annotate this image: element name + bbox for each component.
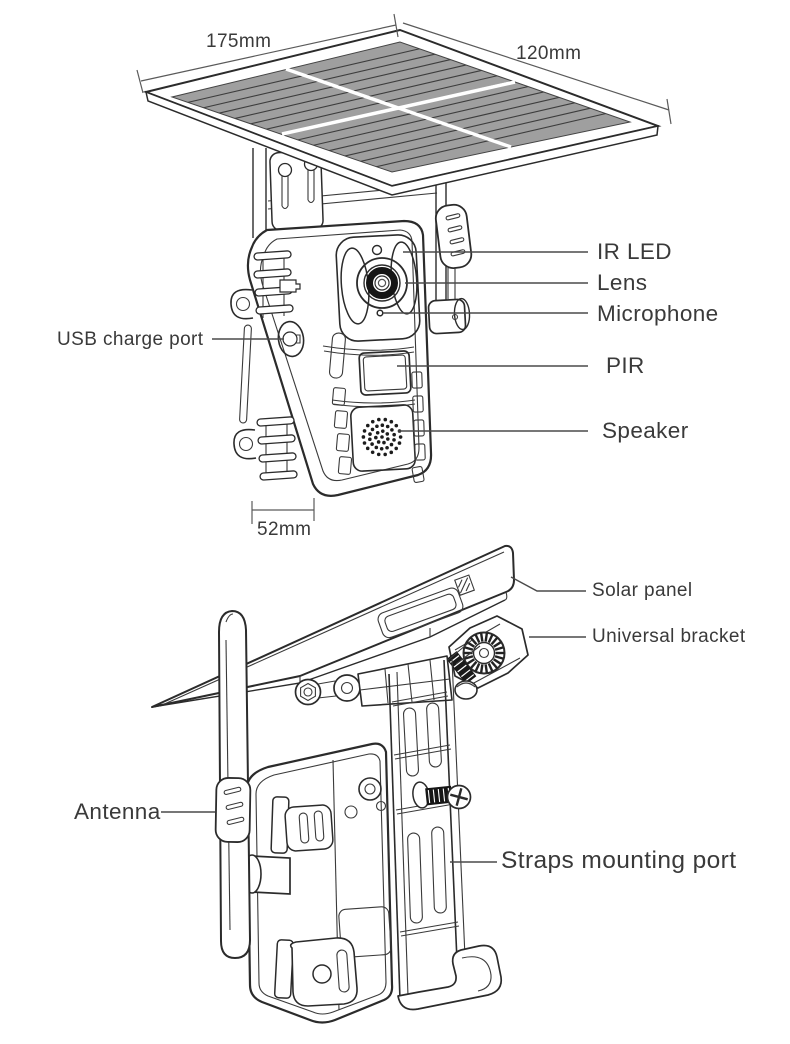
dim-label-175mm: 175mm	[206, 31, 272, 52]
dimension-52mm	[251, 498, 315, 524]
solar-panel-top	[142, 28, 662, 196]
hex-bolt	[294, 678, 322, 706]
callout-universal-bracket: Universal bracket	[592, 626, 746, 647]
camera-rear-body	[242, 742, 394, 1024]
callout-lens: Lens	[597, 270, 648, 295]
rear-leader-lines	[161, 576, 586, 863]
left-bevel-slots	[328, 332, 353, 475]
strap-lug-lower	[273, 937, 358, 1007]
mount-pole	[252, 148, 438, 238]
callout-straps-mounting-port: Straps mounting port	[501, 847, 737, 874]
right-bevel-slots	[411, 371, 426, 483]
strap-hook-lower	[233, 428, 257, 460]
antenna-grip-slots	[445, 213, 466, 257]
side-fins-lower	[256, 416, 298, 481]
callout-microphone: Microphone	[597, 301, 719, 326]
microphone-hole	[376, 309, 384, 317]
callout-speaker: Speaker	[602, 418, 689, 443]
antenna-rod	[214, 610, 252, 959]
dimension-120mm	[402, 22, 672, 125]
pivot-ball	[333, 674, 361, 702]
callout-pir: PIR	[606, 353, 645, 378]
callout-usb-charge-port: USB charge port	[57, 329, 204, 350]
universal-bracket-plate	[446, 615, 529, 700]
camera-front-body	[230, 219, 433, 497]
light-sensor	[371, 244, 383, 256]
figure-rear-view	[151, 544, 586, 1024]
pir-window	[358, 350, 412, 396]
figure-front-view	[136, 13, 672, 524]
speaker-grille	[350, 404, 416, 472]
panel-latch	[454, 574, 476, 596]
strap-hook-upper	[230, 288, 254, 320]
dim-label-52mm: 52mm	[257, 519, 312, 540]
strap-channel-foot	[397, 944, 503, 1011]
universal-bracket-arm	[294, 639, 503, 1011]
callout-solar-panel: Solar panel	[592, 580, 693, 601]
callout-ir-led: IR LED	[597, 239, 672, 264]
side-fins-upper	[253, 250, 301, 318]
dimension-175mm	[136, 13, 399, 94]
front-leader-lines	[212, 251, 588, 432]
dim-label-120mm: 120mm	[516, 43, 582, 64]
phillips-screw	[412, 781, 472, 810]
knob-bolt	[446, 651, 477, 685]
adjustment-knob	[462, 631, 506, 675]
callout-antenna: Antenna	[74, 799, 161, 824]
strap-lug-upper	[270, 796, 334, 854]
